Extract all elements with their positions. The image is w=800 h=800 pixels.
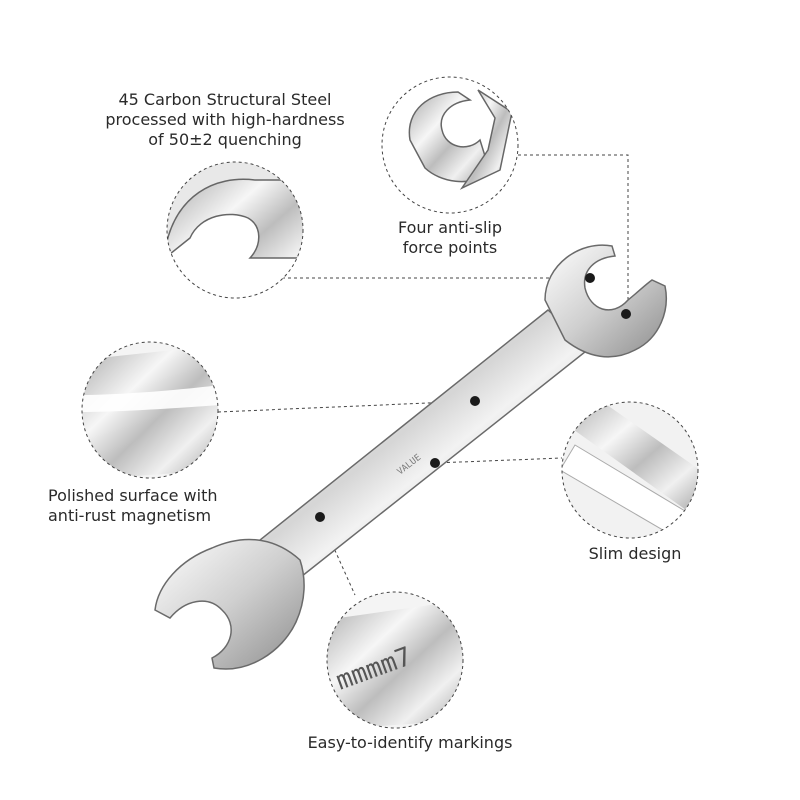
wrench-head-bottom xyxy=(154,538,305,670)
callout-slim-label: Slim design xyxy=(575,544,695,564)
callout-steel-line-2: processed with high-hardness xyxy=(105,110,345,129)
zoom-steel xyxy=(166,161,304,299)
callout-steel-line-3: of 50±2 quenching xyxy=(148,130,302,149)
dot-markings xyxy=(315,512,325,522)
dot-polished xyxy=(470,396,480,406)
callout-polished-line-1: Polished surface with xyxy=(48,486,218,505)
wrench: VALUE xyxy=(154,244,667,670)
zoom-markings: mmmm7 xyxy=(326,591,464,729)
zoom-polished xyxy=(81,341,219,479)
callout-polished-label: Polished surface with anti-rust magnetis… xyxy=(48,486,258,526)
callout-polished-line-2: anti-rust magnetism xyxy=(48,506,212,525)
leader-antislip xyxy=(518,154,629,312)
callout-slim-line-1: Slim design xyxy=(588,544,682,563)
callout-antislip-line-2: force points xyxy=(402,238,498,257)
wrench-handle xyxy=(248,309,592,585)
callout-markings-label: Easy-to-identify markings xyxy=(275,733,545,753)
zoom-antislip xyxy=(381,76,519,214)
callout-steel-line-1: 45 Carbon Structural Steel xyxy=(118,90,332,109)
callout-antislip-line-1: Four anti-slip xyxy=(397,218,503,237)
callout-steel-label: 45 Carbon Structural Steel processed wit… xyxy=(80,90,370,150)
dot-slim xyxy=(430,458,440,468)
callout-antislip-label: Four anti-slip force points xyxy=(375,218,525,258)
dot-steel xyxy=(585,273,595,283)
leader-slim xyxy=(434,457,563,464)
callout-markings-line-1: Easy-to-identify markings xyxy=(307,733,513,752)
wrench-head-top xyxy=(544,244,667,358)
zoom-slim xyxy=(561,401,699,539)
leader-polished xyxy=(217,400,476,413)
dot-antislip xyxy=(621,309,631,319)
marker-dots xyxy=(315,273,631,522)
